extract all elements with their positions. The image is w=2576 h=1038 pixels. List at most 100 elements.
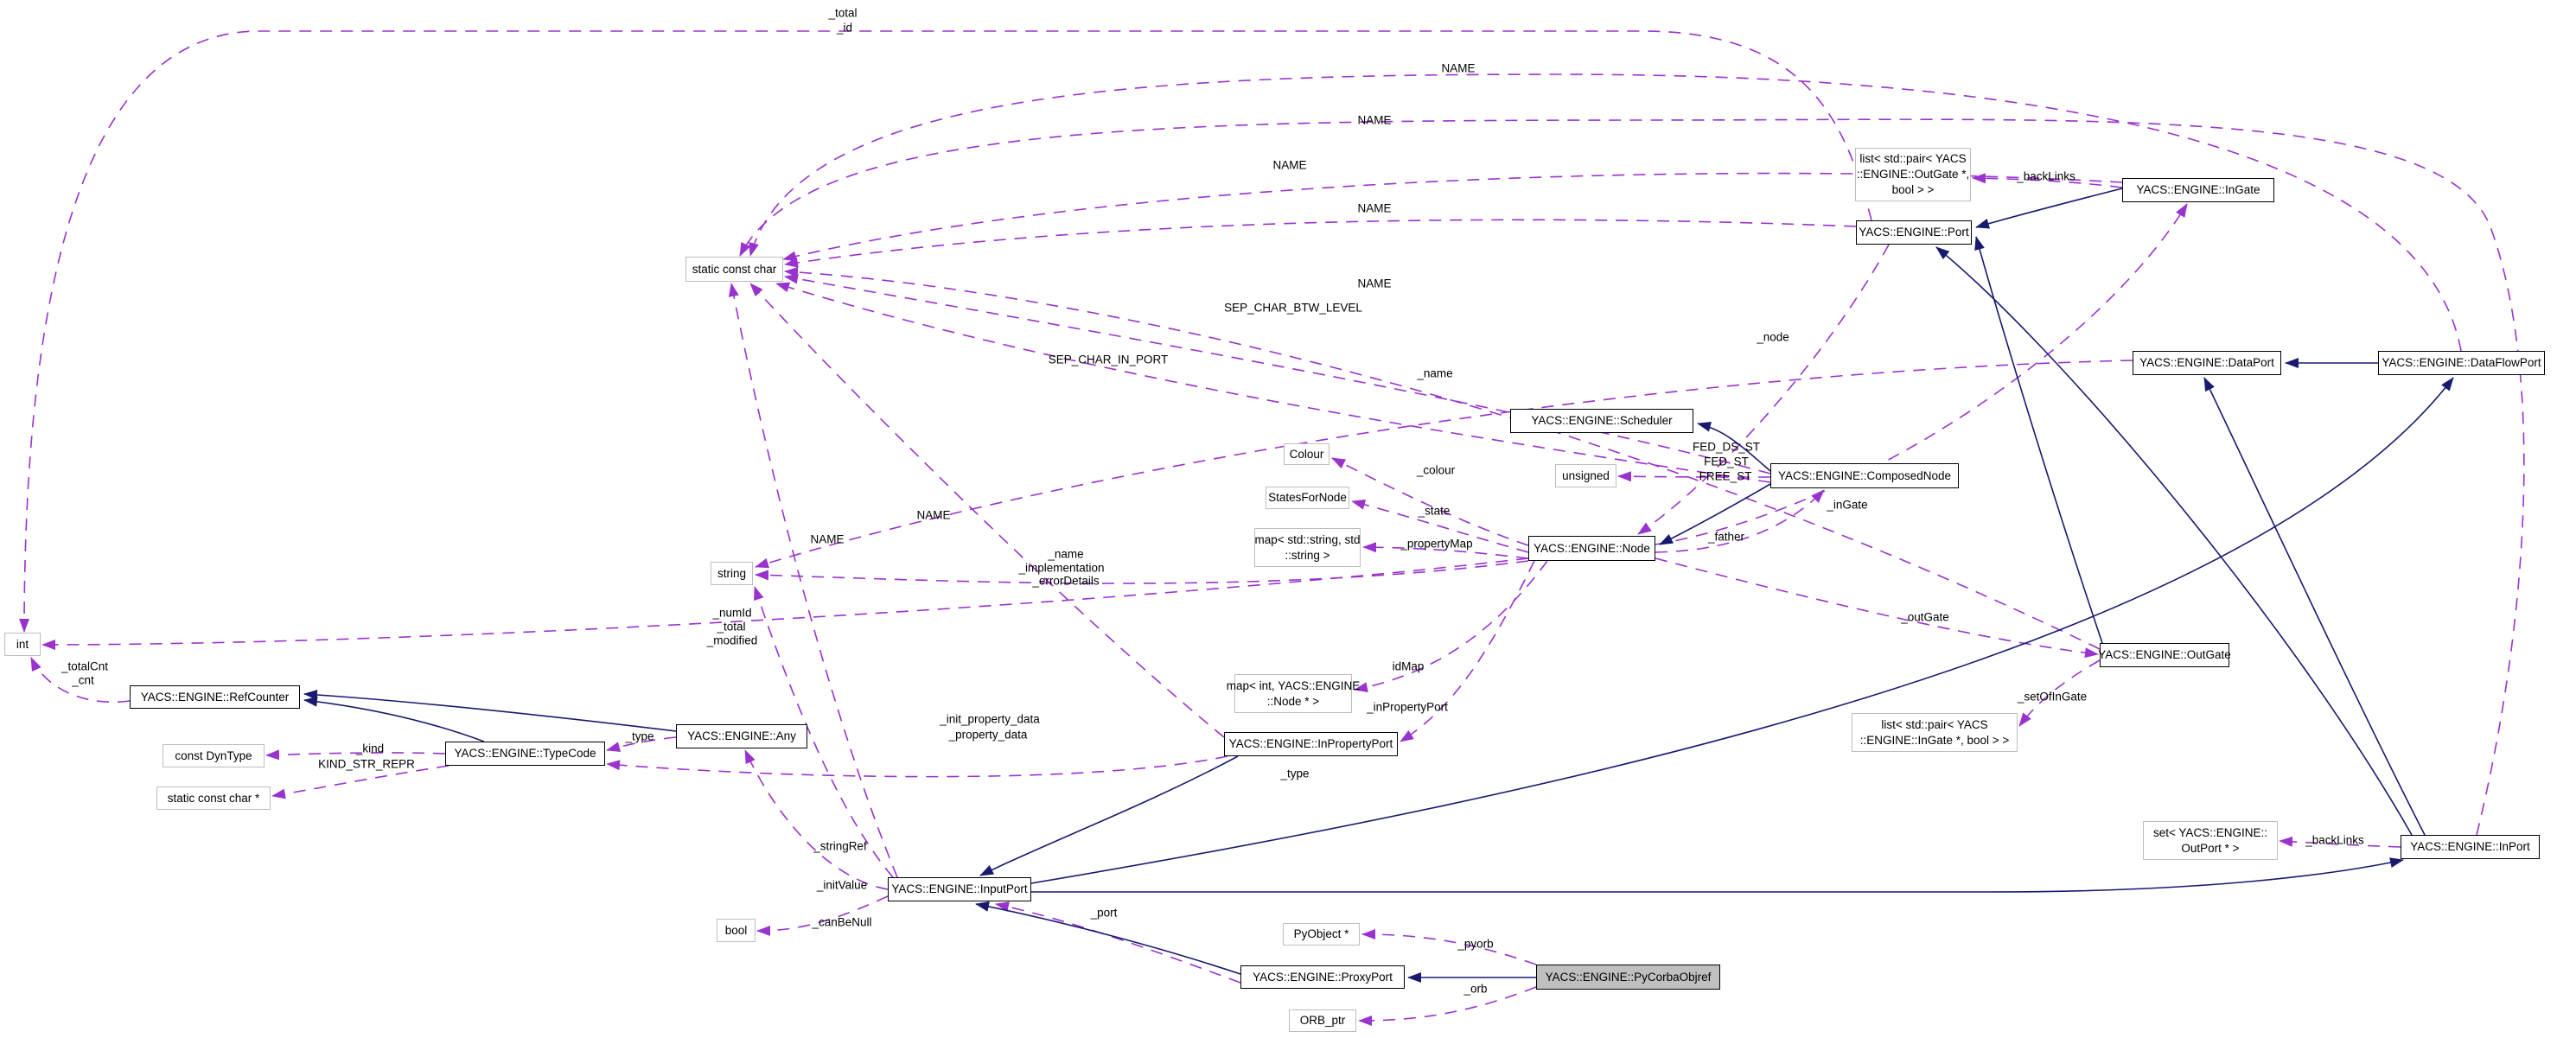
edge-node-to-map-int-node bbox=[1354, 560, 1548, 693]
edge-composednode-to-unsigned bbox=[1617, 471, 1771, 482]
edge-label: idMap bbox=[1392, 659, 1425, 673]
edge-label: FED_ST bbox=[1704, 455, 1749, 468]
edge-node-to-string bbox=[755, 560, 1529, 584]
node-label-line: YACS::ENGINE::DataFlowPort bbox=[2382, 356, 2541, 369]
node-label-line: bool bbox=[724, 923, 748, 937]
node-label-line: YACS::ENGINE::Node bbox=[1533, 541, 1650, 555]
node-label-line: ::ENGINE::OutGate *, bbox=[1856, 168, 1970, 181]
edge-label: _stringRef bbox=[813, 839, 867, 853]
type-node-statesfornode: StatesForNode bbox=[1266, 487, 1349, 509]
node-label-line: unsigned bbox=[1562, 468, 1610, 482]
edge-label: _implementation bbox=[1018, 561, 1105, 575]
node-label-line: map< std::string, std bbox=[1254, 532, 1361, 546]
class-node-refcounter[interactable]: YACS::ENGINE::RefCounter bbox=[130, 685, 300, 709]
type-node-list-ingate-bool: list< std::pair< YACS::ENGINE::InGate *,… bbox=[1852, 713, 2018, 752]
edge-label: _backLinks bbox=[2305, 833, 2364, 847]
edge-label: _name bbox=[1048, 547, 1084, 561]
edge-inport-to-set-outport bbox=[2279, 836, 2401, 848]
edge-label: _property_data bbox=[948, 728, 1028, 742]
edge-label: NAME bbox=[1441, 61, 1476, 75]
edge-label: _father bbox=[1707, 530, 1745, 544]
edge-label: _initValue bbox=[816, 878, 868, 892]
edge-inpropertyport-to-static-const-char bbox=[749, 283, 1225, 738]
edge-ingate-to-list-outgate-bool bbox=[1972, 173, 2123, 188]
edge-composednode-to-node bbox=[1659, 483, 1771, 545]
class-node-inport[interactable]: YACS::ENGINE::InPort bbox=[2401, 835, 2540, 859]
node-label-line: map< int, YACS::ENGINE bbox=[1226, 678, 1361, 692]
edge-label: _cnt bbox=[72, 673, 94, 687]
edge-label: _propertyMap bbox=[1400, 537, 1473, 551]
edge-label: _init_property_data bbox=[940, 712, 1040, 726]
edge-label: _type bbox=[1280, 767, 1310, 780]
type-node-map-int-node: map< int, YACS::ENGINE::Node * > bbox=[1227, 674, 1360, 713]
edge-label: _name bbox=[1417, 366, 1453, 380]
edge-label: FREE_ST bbox=[1699, 469, 1752, 483]
edge-label: _port bbox=[1090, 906, 1118, 920]
class-node-inputport[interactable]: YACS::ENGINE::InputPort bbox=[888, 877, 1031, 901]
edge-node-to-inpropertyport bbox=[1400, 560, 1535, 742]
node-label-line: list< std::pair< YACS bbox=[1859, 152, 1967, 165]
edge-inputport-to-dataflowport bbox=[1030, 377, 2454, 884]
edge-inport-to-port bbox=[1935, 246, 2413, 836]
type-node-int: int bbox=[4, 633, 41, 656]
edge-dataport-to-string bbox=[755, 360, 2133, 569]
class-node-inpropertyport[interactable]: YACS::ENGINE::InPropertyPort bbox=[1224, 732, 1398, 756]
edge-label: _errorDetails bbox=[1032, 574, 1100, 588]
type-node-static-const-char: static const char bbox=[685, 257, 783, 282]
edge-dataflowport-to-static-const-char bbox=[749, 73, 2462, 352]
class-node-composednode[interactable]: YACS::ENGINE::ComposedNode bbox=[1770, 463, 1959, 488]
edge-label: _state bbox=[1418, 504, 1451, 518]
class-node-any[interactable]: YACS::ENGINE::Any bbox=[676, 724, 807, 748]
node-label-line: const DynType bbox=[175, 748, 252, 762]
class-node-outgate[interactable]: YACS::ENGINE::OutGate bbox=[2098, 643, 2231, 667]
class-node-typecode[interactable]: YACS::ENGINE::TypeCode bbox=[445, 742, 605, 766]
node-label-line: list< std::pair< YACS bbox=[1881, 717, 1988, 731]
edge-port-to-static-const-char bbox=[784, 219, 1857, 268]
edge-label: NAME bbox=[1357, 201, 1392, 215]
edge-label: _id bbox=[836, 21, 853, 35]
class-node-dataflowport[interactable]: YACS::ENGINE::DataFlowPort bbox=[2378, 351, 2545, 375]
node-label-line: Colour bbox=[1289, 447, 1324, 461]
class-node-pycorbaobjref[interactable]: YACS::ENGINE::PyCorbaObjref bbox=[1536, 965, 1720, 990]
edge-port-to-node bbox=[1637, 244, 1890, 535]
edge-node-to-ingate bbox=[1655, 203, 2188, 545]
edge-label: _numId bbox=[712, 606, 752, 620]
edge-port-to-int bbox=[19, 30, 1872, 633]
edge-node-to-outgate bbox=[1655, 557, 2099, 659]
edge-inputport-to-string bbox=[754, 586, 894, 878]
node-label-line: static const char * bbox=[167, 791, 260, 805]
node-label-line: static const char bbox=[692, 262, 777, 276]
class-node-ingate[interactable]: YACS::ENGINE::InGate bbox=[2122, 178, 2274, 202]
edge-label: _colour bbox=[1416, 463, 1456, 477]
node-label-line: PyObject * bbox=[1293, 927, 1349, 940]
type-node-pyobject: PyObject * bbox=[1283, 923, 1360, 946]
edge-pycorbaobjref-to-pyobject bbox=[1361, 929, 1537, 965]
node-label-line: ::ENGINE::InGate *, bool > > bbox=[1859, 733, 2010, 747]
edge-label: _setOfInGate bbox=[2017, 690, 2088, 704]
class-node-dataport[interactable]: YACS::ENGINE::DataPort bbox=[2133, 351, 2281, 375]
node-label-line: YACS::ENGINE::OutGate bbox=[2098, 648, 2231, 661]
edge-proxyport-to-inputport bbox=[975, 901, 1241, 975]
edge-label: _totalCnt bbox=[61, 659, 109, 673]
node-label-line: int bbox=[16, 637, 29, 651]
node-label-line: YACS::ENGINE::Port bbox=[1859, 226, 1969, 239]
node-label-line: YACS::ENGINE::Scheduler bbox=[1531, 414, 1673, 427]
edge-inpropertyport-to-typecode bbox=[606, 755, 1228, 778]
edge-composednode-to-static-const-char bbox=[775, 282, 1771, 483]
class-node-node[interactable]: YACS::ENGINE::Node bbox=[1528, 536, 1655, 561]
edge-label: _type bbox=[625, 729, 654, 743]
edge-label: _canBeNull bbox=[812, 915, 872, 929]
edge-inputport-to-static-const-char bbox=[729, 283, 898, 878]
node-label-line: ORB_ptr bbox=[1299, 1014, 1346, 1027]
edge-typecode-to-refcounter bbox=[303, 696, 485, 742]
edge-node-to-composednode bbox=[1655, 489, 1825, 553]
type-node-bool: bool bbox=[717, 919, 756, 942]
class-node-proxyport[interactable]: YACS::ENGINE::ProxyPort bbox=[1240, 965, 1405, 989]
class-node-scheduler[interactable]: YACS::ENGINE::Scheduler bbox=[1510, 409, 1693, 433]
type-node-string: string bbox=[711, 562, 753, 585]
node-label-line: OutPort * > bbox=[2181, 841, 2240, 855]
node-label-line: YACS::ENGINE::InGate bbox=[2136, 183, 2260, 196]
class-node-port[interactable]: YACS::ENGINE::Port bbox=[1856, 220, 1972, 245]
